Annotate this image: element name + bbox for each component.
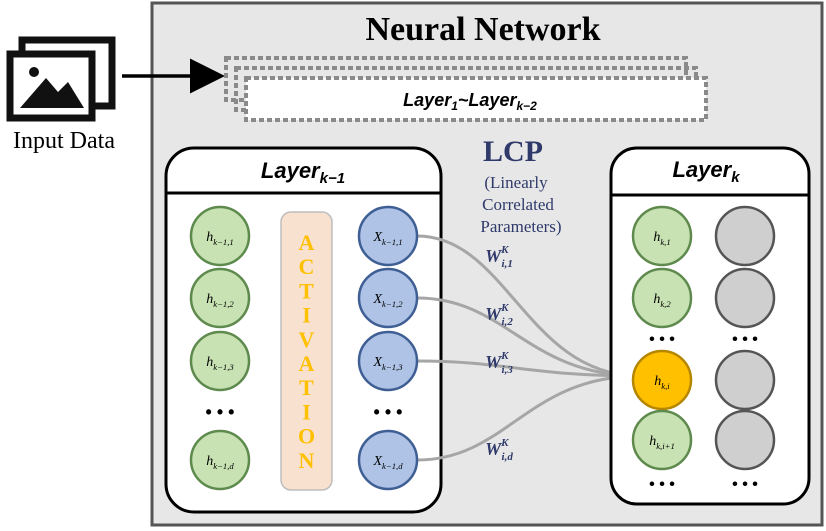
layer-k-node-label: hk,i [654,374,670,391]
hidden-layer-front [244,76,708,122]
lcp-line2: Correlated [482,195,554,214]
activation-letter: T [299,375,314,400]
activation-letter: V [299,327,315,352]
x-node-label: Xk−1,2 [372,292,403,309]
connection-line [416,359,641,378]
h-node: hk−1,d [189,429,251,491]
x-node-circle [357,205,419,267]
layer-k-node-circle [631,205,693,267]
activation-letter: T [299,278,314,303]
input-label: Input Data [13,128,115,154]
h-node-circle [189,205,251,267]
connection-line [416,374,641,462]
layer-k-node-circle [631,409,693,471]
activation-letter: O [298,424,315,449]
layer-k-node-circle [631,349,693,411]
layer-k-ellipsis-4: • • • [732,476,758,493]
activation-letter: A [299,230,315,255]
h-node: hk−1,2 [189,267,251,329]
h-node: hk−1,3 [189,330,251,392]
h-node: hk−1,1 [189,205,251,267]
layer-k-blank-node [714,205,776,267]
activation-letter: C [299,254,315,279]
layer-prev-h-ellipsis: • • • [206,402,235,422]
activation-block [280,211,333,491]
layer-k-label: Layerk [672,157,740,186]
x-node-circle [357,330,419,392]
layer-k-node: hk,1 [631,205,693,267]
x-node-label: Xk−1,3 [372,355,403,372]
connection-line [416,234,641,378]
layer-prev-x-nodes: Xk−1,1Xk−1,2Xk−1,3Xk−1,d [357,205,419,491]
activation-letter: I [302,303,311,328]
layer-k-node-circle [631,267,693,329]
active-node: hk,i [631,349,693,411]
layer-k-nodes: hk,1 hk,2 hk,i hk,i+1 [631,205,776,471]
x-node: Xk−1,2 [357,267,419,329]
h-node-label: hk−1,3 [206,355,234,372]
layer-k-blank-node [714,267,776,329]
layer-k-ellipsis-3: • • • [649,476,675,493]
activation-letter: N [299,448,315,473]
h-node-circle [189,267,251,329]
diagram-title: Neural Network [365,11,600,48]
layer-k-ellipsis-1: • • • [649,331,675,348]
x-node: Xk−1,1 [357,205,419,267]
lcp-title: LCP [483,135,543,168]
layer-k-blank-node [714,349,776,411]
x-node-label: Xk−1,d [372,454,403,471]
layer-k-node: hk,2 [631,267,693,329]
layer-k-node: hk,i+1 [631,409,693,471]
x-node-circle [357,429,419,491]
layer-prev-label: Layerk−1 [261,158,345,187]
layer-prev-h-nodes: hk−1,1 hk−1,2 hk−1,3 hk−1,d [189,205,251,491]
activation-letter: I [302,399,311,424]
h-node-label: hk−1,2 [206,292,234,309]
hidden-layers-label: Layer1~Layerk−2 [403,90,537,113]
layer-k-node-label: hk,1 [653,230,670,247]
x-node-circle [357,267,419,329]
layer-k-node-label: hk,i+1 [649,434,675,451]
activation-letter: A [299,351,315,376]
lcp-line3: Parameters) [480,217,561,236]
layer-k-ellipsis-2: • • • [732,331,758,348]
h-node-circle [189,330,251,392]
x-node: Xk−1,3 [357,330,419,392]
layer-prev-x-ellipsis: • • • [374,402,403,422]
image-stack-icon [6,36,116,122]
h-node-circle [189,429,251,491]
h-node-label: hk−1,d [206,454,234,471]
x-node: Xk−1,d [357,429,419,491]
x-node-label: Xk−1,1 [372,230,402,247]
layer-k-blank-node [714,409,776,471]
connection-line [416,296,641,378]
lcp-connections [416,234,641,462]
h-node-label: hk−1,1 [206,230,234,247]
lcp-line1: (Linearly [484,173,548,192]
layer-k-node-label: hk,2 [653,292,671,309]
